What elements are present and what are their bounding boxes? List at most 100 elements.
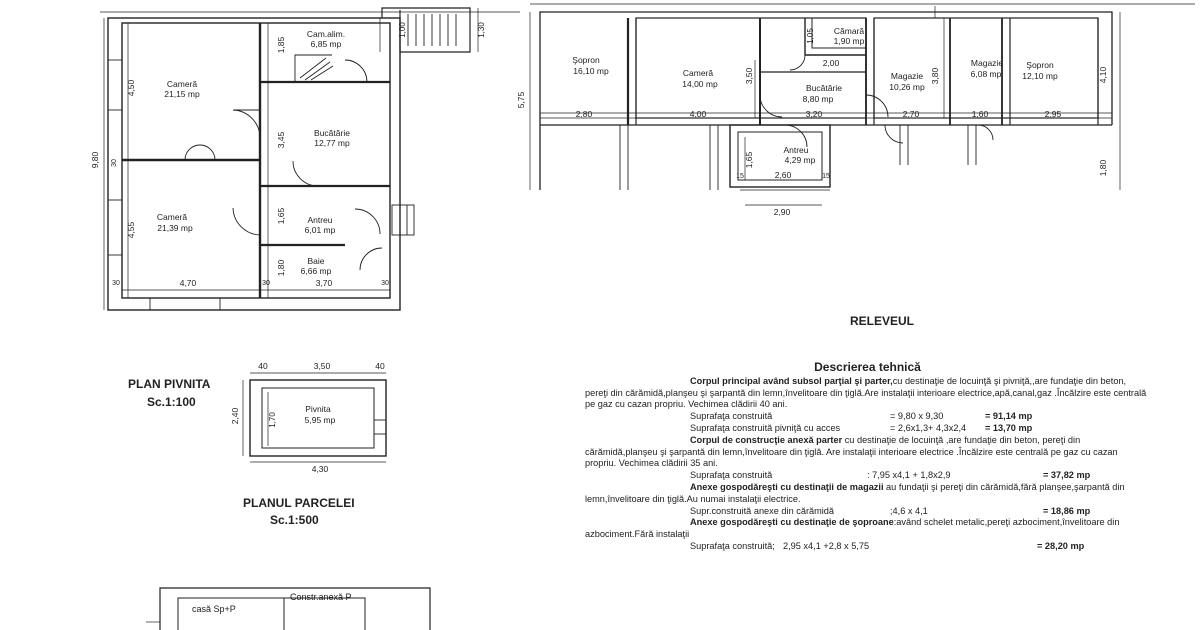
area-row: Suprafaţa construită pivniţă cu acces = … [585,423,1150,435]
area-row: Suprafaţa construită : 7,95 x4,1 + 1,8x2… [585,470,1150,482]
area-value: = 18,86 mp [1043,505,1091,516]
area-value: = 91,14 mp [985,411,1033,422]
parcel-plan [146,587,431,630]
dim-label: 1,05 [806,28,815,44]
area-value: = 28,20 mp [1037,540,1085,551]
parcel-scale: Sc.1:500 [270,513,319,527]
room-name: Cămară [834,26,865,36]
dim-label: 2,70 [903,109,920,119]
dim-label: 1,80 [276,259,286,276]
releveu-title: RELEVEUL [850,314,915,328]
area-label: Suprafaţa construită pivniţă cu acces [690,422,841,433]
parcel-labels: casă Sp+P Constr.anexă P [192,592,352,614]
area-row: Suprafaţa construită; 2,95 x4,1 +2,8 x 5… [585,541,1150,553]
technical-description: Descrierea tehnică Corpul principal avân… [585,360,1150,553]
room-area: 16,10 mp [573,66,609,76]
parcel-label: Constr.anexă P [290,592,352,602]
description-p3-text: au fundaţii şi pereţi din cărămidă,fără … [585,481,1125,504]
dim-label: 2,00 [823,58,840,68]
main-plan-labels: Cameră 21,15 mp Cameră 21,39 mp Cam.alim… [90,22,486,288]
area-formula: = 2,6x1,3+ 4,3x2,4 [890,422,967,433]
room-area: 5,95 mp [305,415,336,425]
dim-label: 2,40 [230,407,240,424]
room-name: Bucătărie [314,128,350,138]
room-name: Antreu [783,145,808,155]
room-area: 6,01 mp [305,225,336,235]
dim-label: 4,70 [180,278,197,288]
parcel-title: PLANUL PARCELEI [243,496,355,510]
room-name: Magazie [891,71,923,81]
dim-label: 40 [375,361,385,371]
dim-label: 15 [736,173,744,180]
area-label: Suprafaţa construită [690,470,773,481]
dim-label: 3,45 [276,131,286,148]
area-label: Suprafaţa construită [690,411,773,422]
room-name: Baie [307,256,324,266]
dim-label: 4,10 [1098,66,1108,83]
room-name: Cameră [157,212,188,222]
description-p1-text: cu destinaţie de locuinţă şi pivniţă,,ar… [585,375,1147,410]
main-floor-plan [100,7,520,311]
parcel-label: casă Sp+P [192,604,236,614]
dim-label: 2,80 [576,109,593,119]
dim-label: 4,00 [690,109,707,119]
description-p4-bold: Anexe gospodăreşti cu destinaţie de şopr… [690,517,894,528]
pivnita-title: PLAN PIVNITA [128,377,211,391]
room-area: 12,77 mp [314,138,350,148]
room-area: 1,90 mp [834,36,865,46]
room-name: Şopron [1026,60,1054,70]
room-area: 21,39 mp [157,223,193,233]
dim-label: 9,80 [90,151,100,168]
dim-label: 4,50 [126,79,136,96]
area-formula: 2,95 x4,1 +2,8 x 5,75 [783,540,870,551]
dim-label: 1,65 [744,151,754,168]
dim-label: 1,30 [477,22,486,38]
area-label: Suprafaţa construită; [690,540,775,551]
room-name: Şopron [572,55,600,65]
area-row: Suprafaţa construită = 9,80 x 9,30 = 91,… [585,411,1150,423]
pivnita-plan [242,372,387,463]
room-name: Pivnita [305,404,331,414]
room-area: 10,26 mp [889,82,925,92]
dim-label: 2,95 [1045,109,1062,119]
pivnita-labels: Pivnita 5,95 mp 40 3,50 40 2,40 1,70 4,3… [230,361,385,474]
dim-label: 30 [381,280,389,287]
dim-label: 2,60 [775,170,792,180]
dim-label: 4,55 [126,221,136,238]
dim-label: 1,65 [276,207,286,224]
dim-label: 3,50 [744,67,754,84]
dim-label: 1,60 [972,109,989,119]
description-p1-bold: Corpul principal având subsol parţial şi… [690,375,893,386]
dim-label: 15 [822,173,830,180]
area-label: Supr.construită anexe din cărămidă [690,505,835,516]
releveu-labels: Şopron 16,10 mp Cameră 14,00 mp Cămară 1… [516,26,1108,217]
area-value: = 13,70 mp [985,422,1033,433]
room-area: 21,15 mp [164,89,200,99]
dim-label: 3,70 [316,278,333,288]
area-formula: ;4,6 x 4,1 [890,505,928,516]
area-formula: = 9,80 x 9,30 [890,411,944,422]
room-area: 6,85 mp [311,39,342,49]
dim-label: 40 [258,361,268,371]
room-name: Cameră [683,68,714,78]
description-p2-text: cu destinaţie de locuinţă ,are fundaţie … [585,434,1118,469]
area-formula: : 7,95 x4,1 + 1,8x2,9 [867,470,951,481]
dim-label: 30 [262,280,270,287]
dim-label: 4,30 [312,464,329,474]
description-heading: Descrierea tehnică [814,360,921,374]
dim-label: 30 [112,280,120,287]
dim-label: 1,70 [268,412,277,428]
dim-label: 1,00 [398,22,407,38]
pivnita-scale: Sc.1:100 [147,395,196,409]
dim-label: 1,80 [1098,159,1108,176]
releveu-plan [529,3,1195,206]
room-area: 6,08 mp [971,69,1002,79]
area-row: Supr.construită anexe din cărămidă ;4,6 … [585,506,1150,518]
description-p2-bold: Corpul de construcţie anexă parter [690,434,843,445]
dim-label: 3,80 [930,67,940,84]
room-area: 8,80 mp [803,94,834,104]
dim-label: 5,75 [516,91,526,108]
dim-label: 3,50 [314,361,331,371]
dim-label: 3,20 [806,109,823,119]
